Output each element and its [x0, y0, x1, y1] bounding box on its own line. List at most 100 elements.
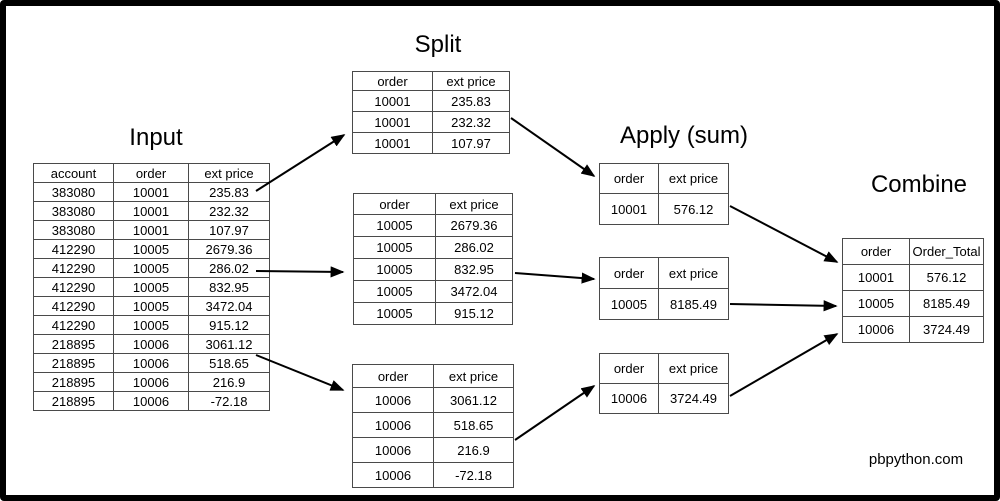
table-cell: 218895	[33, 372, 114, 392]
table-cell: 286.02	[435, 236, 513, 259]
table-cell: 10006	[352, 412, 434, 438]
table-cell: 235.83	[188, 182, 270, 202]
table-cell: 10005	[113, 258, 189, 278]
arrow-apply-10005-to-combine	[729, 300, 838, 312]
arrow-split-10006-to-apply-10006	[514, 385, 596, 441]
table-cell: 832.95	[188, 277, 270, 297]
table-cell: 576.12	[658, 193, 729, 225]
watermark-text: pbpython.com	[868, 451, 964, 468]
column-header: order	[599, 353, 659, 384]
combine-section-title: Combine	[870, 171, 968, 198]
table-cell: 10005	[113, 277, 189, 297]
table-cell: 10006	[599, 383, 659, 414]
arrow-split-10001-to-apply-10001	[510, 117, 596, 177]
table-cell: 10005	[113, 239, 189, 259]
table-cell: 232.32	[188, 201, 270, 221]
table-cell: 412290	[33, 296, 114, 316]
table-cell: 412290	[33, 315, 114, 335]
table-cell: 518.65	[433, 412, 514, 438]
input-section-title: Input	[129, 124, 183, 151]
table-cell: 10001	[352, 90, 433, 112]
table-cell: 10005	[113, 296, 189, 316]
table-cell: 10006	[352, 387, 434, 413]
arrow-apply-10006-to-combine	[729, 333, 839, 397]
table-cell: 3472.04	[188, 296, 270, 316]
table-cell: 3724.49	[658, 383, 729, 414]
table-cell: 915.12	[188, 315, 270, 335]
table-cell: 10005	[353, 280, 436, 303]
table-cell: 286.02	[188, 258, 270, 278]
table-cell: 232.32	[432, 111, 510, 133]
apply-section-title: Apply (sum)	[619, 122, 749, 149]
table-cell: 10006	[113, 372, 189, 392]
table-cell: 10001	[599, 193, 659, 225]
table-cell: 8185.49	[909, 290, 984, 317]
table-cell: 10005	[353, 302, 436, 325]
table-cell: 8185.49	[658, 288, 729, 320]
table-cell: 10006	[352, 437, 434, 463]
arrow-apply-10001-to-combine	[729, 205, 839, 263]
table-row: 10006-72.18	[352, 462, 514, 488]
table-cell: 3724.49	[909, 316, 984, 343]
table-cell: 915.12	[435, 302, 513, 325]
column-header: ext price	[188, 163, 270, 183]
table-cell: 10006	[842, 316, 910, 343]
table-cell: 10006	[113, 391, 189, 411]
table-cell: 10001	[352, 132, 433, 154]
column-header: ext price	[435, 193, 513, 215]
table-cell: 10001	[113, 220, 189, 240]
table-cell: 10005	[353, 214, 436, 237]
table-cell: 10005	[842, 290, 910, 317]
table-cell: 218895	[33, 334, 114, 354]
split-section-title: Split	[414, 31, 462, 58]
table-cell: 2679.36	[188, 239, 270, 259]
column-header: ext price	[433, 364, 514, 388]
column-header: ext price	[432, 71, 510, 91]
table-cell: 383080	[33, 220, 114, 240]
column-header: Order_Total	[909, 238, 984, 265]
column-header: order	[599, 257, 659, 289]
table-cell: 218895	[33, 391, 114, 411]
column-header: ext price	[658, 163, 729, 194]
table-cell: 518.65	[188, 353, 270, 373]
table-cell: 10006	[113, 353, 189, 373]
column-header: order	[352, 71, 433, 91]
table-cell: 832.95	[435, 258, 513, 281]
table-cell: 2679.36	[435, 214, 513, 237]
table-cell: 3061.12	[188, 334, 270, 354]
column-header: order	[113, 163, 189, 183]
arrow-split-10005-to-apply-10005	[514, 272, 596, 284]
column-header: order	[352, 364, 434, 388]
